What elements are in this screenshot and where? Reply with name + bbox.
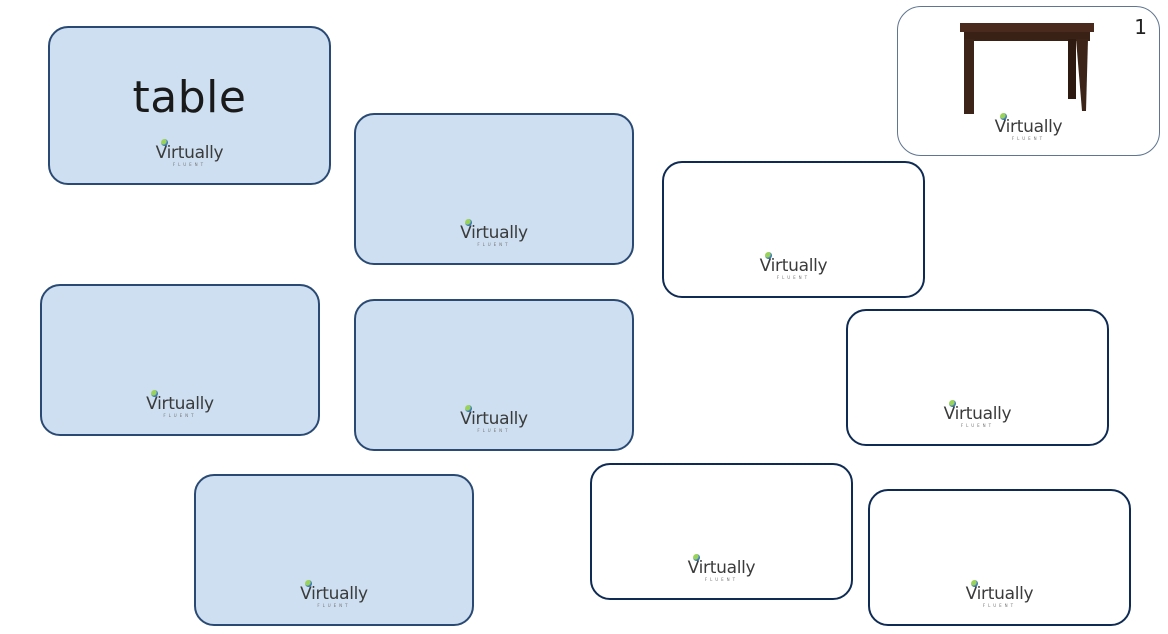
logo-tagline: FLUENT <box>776 275 811 280</box>
logo-tagline: FLUENT <box>477 428 511 433</box>
logo-name: Virtually <box>994 117 1063 137</box>
memory-card[interactable]: Virtually FLUENT <box>846 309 1109 446</box>
virtually-fluent-logo: Virtually FLUENT <box>749 252 839 284</box>
card-counter: 1 <box>1134 15 1147 39</box>
memory-card[interactable]: Virtually FLUENT <box>868 489 1131 626</box>
virtually-fluent-logo: Virtually FLUENT <box>984 113 1074 145</box>
logo-dot-icon <box>692 554 700 561</box>
table-illustration-icon <box>960 23 1094 114</box>
word-card-table[interactable]: table Virtually FLUENT <box>48 26 331 185</box>
logo-name: Virtually <box>759 256 828 276</box>
virtually-fluent-logo: Virtually FLUENT <box>135 390 225 422</box>
logo-name: Virtually <box>460 409 528 429</box>
logo-tagline: FLUENT <box>704 577 739 582</box>
virtually-fluent-logo: Virtually FLUENT <box>449 219 539 251</box>
memory-card[interactable]: Virtually FLUENT <box>662 161 925 298</box>
virtually-fluent-logo: Virtually FLUENT <box>289 580 379 612</box>
virtually-fluent-logo: Virtually FLUENT <box>677 554 767 586</box>
logo-tagline: FLUENT <box>477 242 511 247</box>
logo-dot-icon <box>970 580 978 587</box>
virtually-fluent-logo: Virtually FLUENT <box>449 405 539 437</box>
logo-name: Virtually <box>146 394 214 414</box>
logo-tagline: FLUENT <box>317 603 351 608</box>
card-word: table <box>132 72 247 123</box>
logo-name: Virtually <box>943 404 1012 424</box>
logo-dot-icon <box>151 390 158 397</box>
logo-dot-icon <box>764 252 772 259</box>
logo-dot-icon <box>160 139 168 146</box>
memory-card[interactable]: Virtually FLUENT <box>354 299 634 451</box>
logo-name: Virtually <box>687 558 756 578</box>
virtually-fluent-logo: Virtually FLUENT <box>955 580 1045 612</box>
logo-name: Virtually <box>155 143 224 163</box>
memory-card[interactable]: Virtually FLUENT <box>590 463 853 600</box>
logo-tagline: FLUENT <box>982 603 1017 608</box>
logo-dot-icon <box>999 113 1007 120</box>
virtually-fluent-logo: Virtually FLUENT <box>145 139 235 171</box>
logo-dot-icon <box>465 219 472 226</box>
memory-card[interactable]: Virtually FLUENT <box>354 113 634 265</box>
logo-tagline: FLUENT <box>172 162 207 167</box>
logo-name: Virtually <box>460 223 528 243</box>
memory-card[interactable]: Virtually FLUENT <box>40 284 320 436</box>
logo-tagline: FLUENT <box>1011 136 1046 141</box>
logo-dot-icon <box>465 405 472 412</box>
memory-card[interactable]: Virtually FLUENT <box>194 474 474 626</box>
logo-name: Virtually <box>965 584 1034 604</box>
logo-dot-icon <box>948 400 956 407</box>
logo-name: Virtually <box>300 584 368 604</box>
picture-card-table[interactable]: 1 Virtually FLUENT <box>897 6 1160 156</box>
logo-tagline: FLUENT <box>960 423 995 428</box>
virtually-fluent-logo: Virtually FLUENT <box>933 400 1023 432</box>
logo-tagline: FLUENT <box>163 413 197 418</box>
logo-dot-icon <box>305 580 312 587</box>
